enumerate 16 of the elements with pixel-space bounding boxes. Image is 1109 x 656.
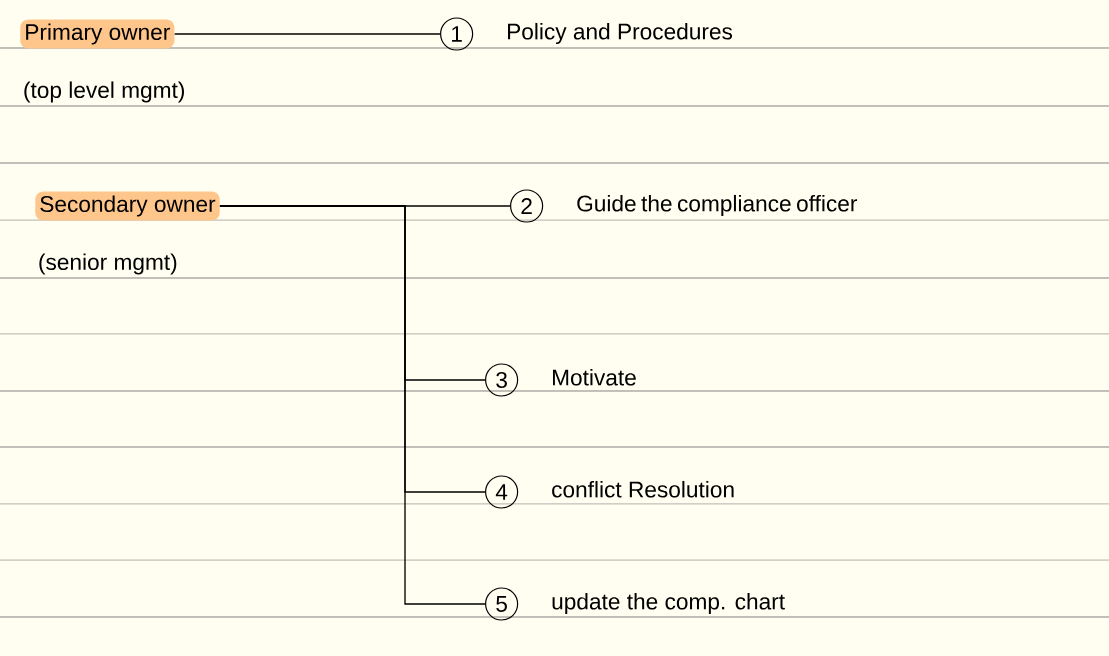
highlighted-heading: Primary owner (20, 19, 175, 49)
item-text: Motivate (553, 368, 636, 386)
circled-number: 4 (485, 475, 519, 509)
circled-number: 1 (440, 17, 474, 51)
item-text: Policy and Procedures (508, 22, 733, 45)
subtitle: (top level mgmt) (24, 81, 184, 103)
item-text: Guide the compliance officer (577, 194, 858, 217)
bracket-line (219, 205, 486, 605)
bracket-line (174, 33, 441, 35)
circled-number: 2 (510, 189, 544, 223)
item-text: conflict Resolution (552, 480, 734, 498)
subtitle: (senior mgmt) (39, 253, 177, 275)
circled-number: 3 (485, 363, 519, 397)
highlighted-heading: Secondary owner (35, 191, 220, 221)
circled-number: 5 (485, 587, 519, 621)
item-text: update the comp. chart (552, 592, 785, 615)
